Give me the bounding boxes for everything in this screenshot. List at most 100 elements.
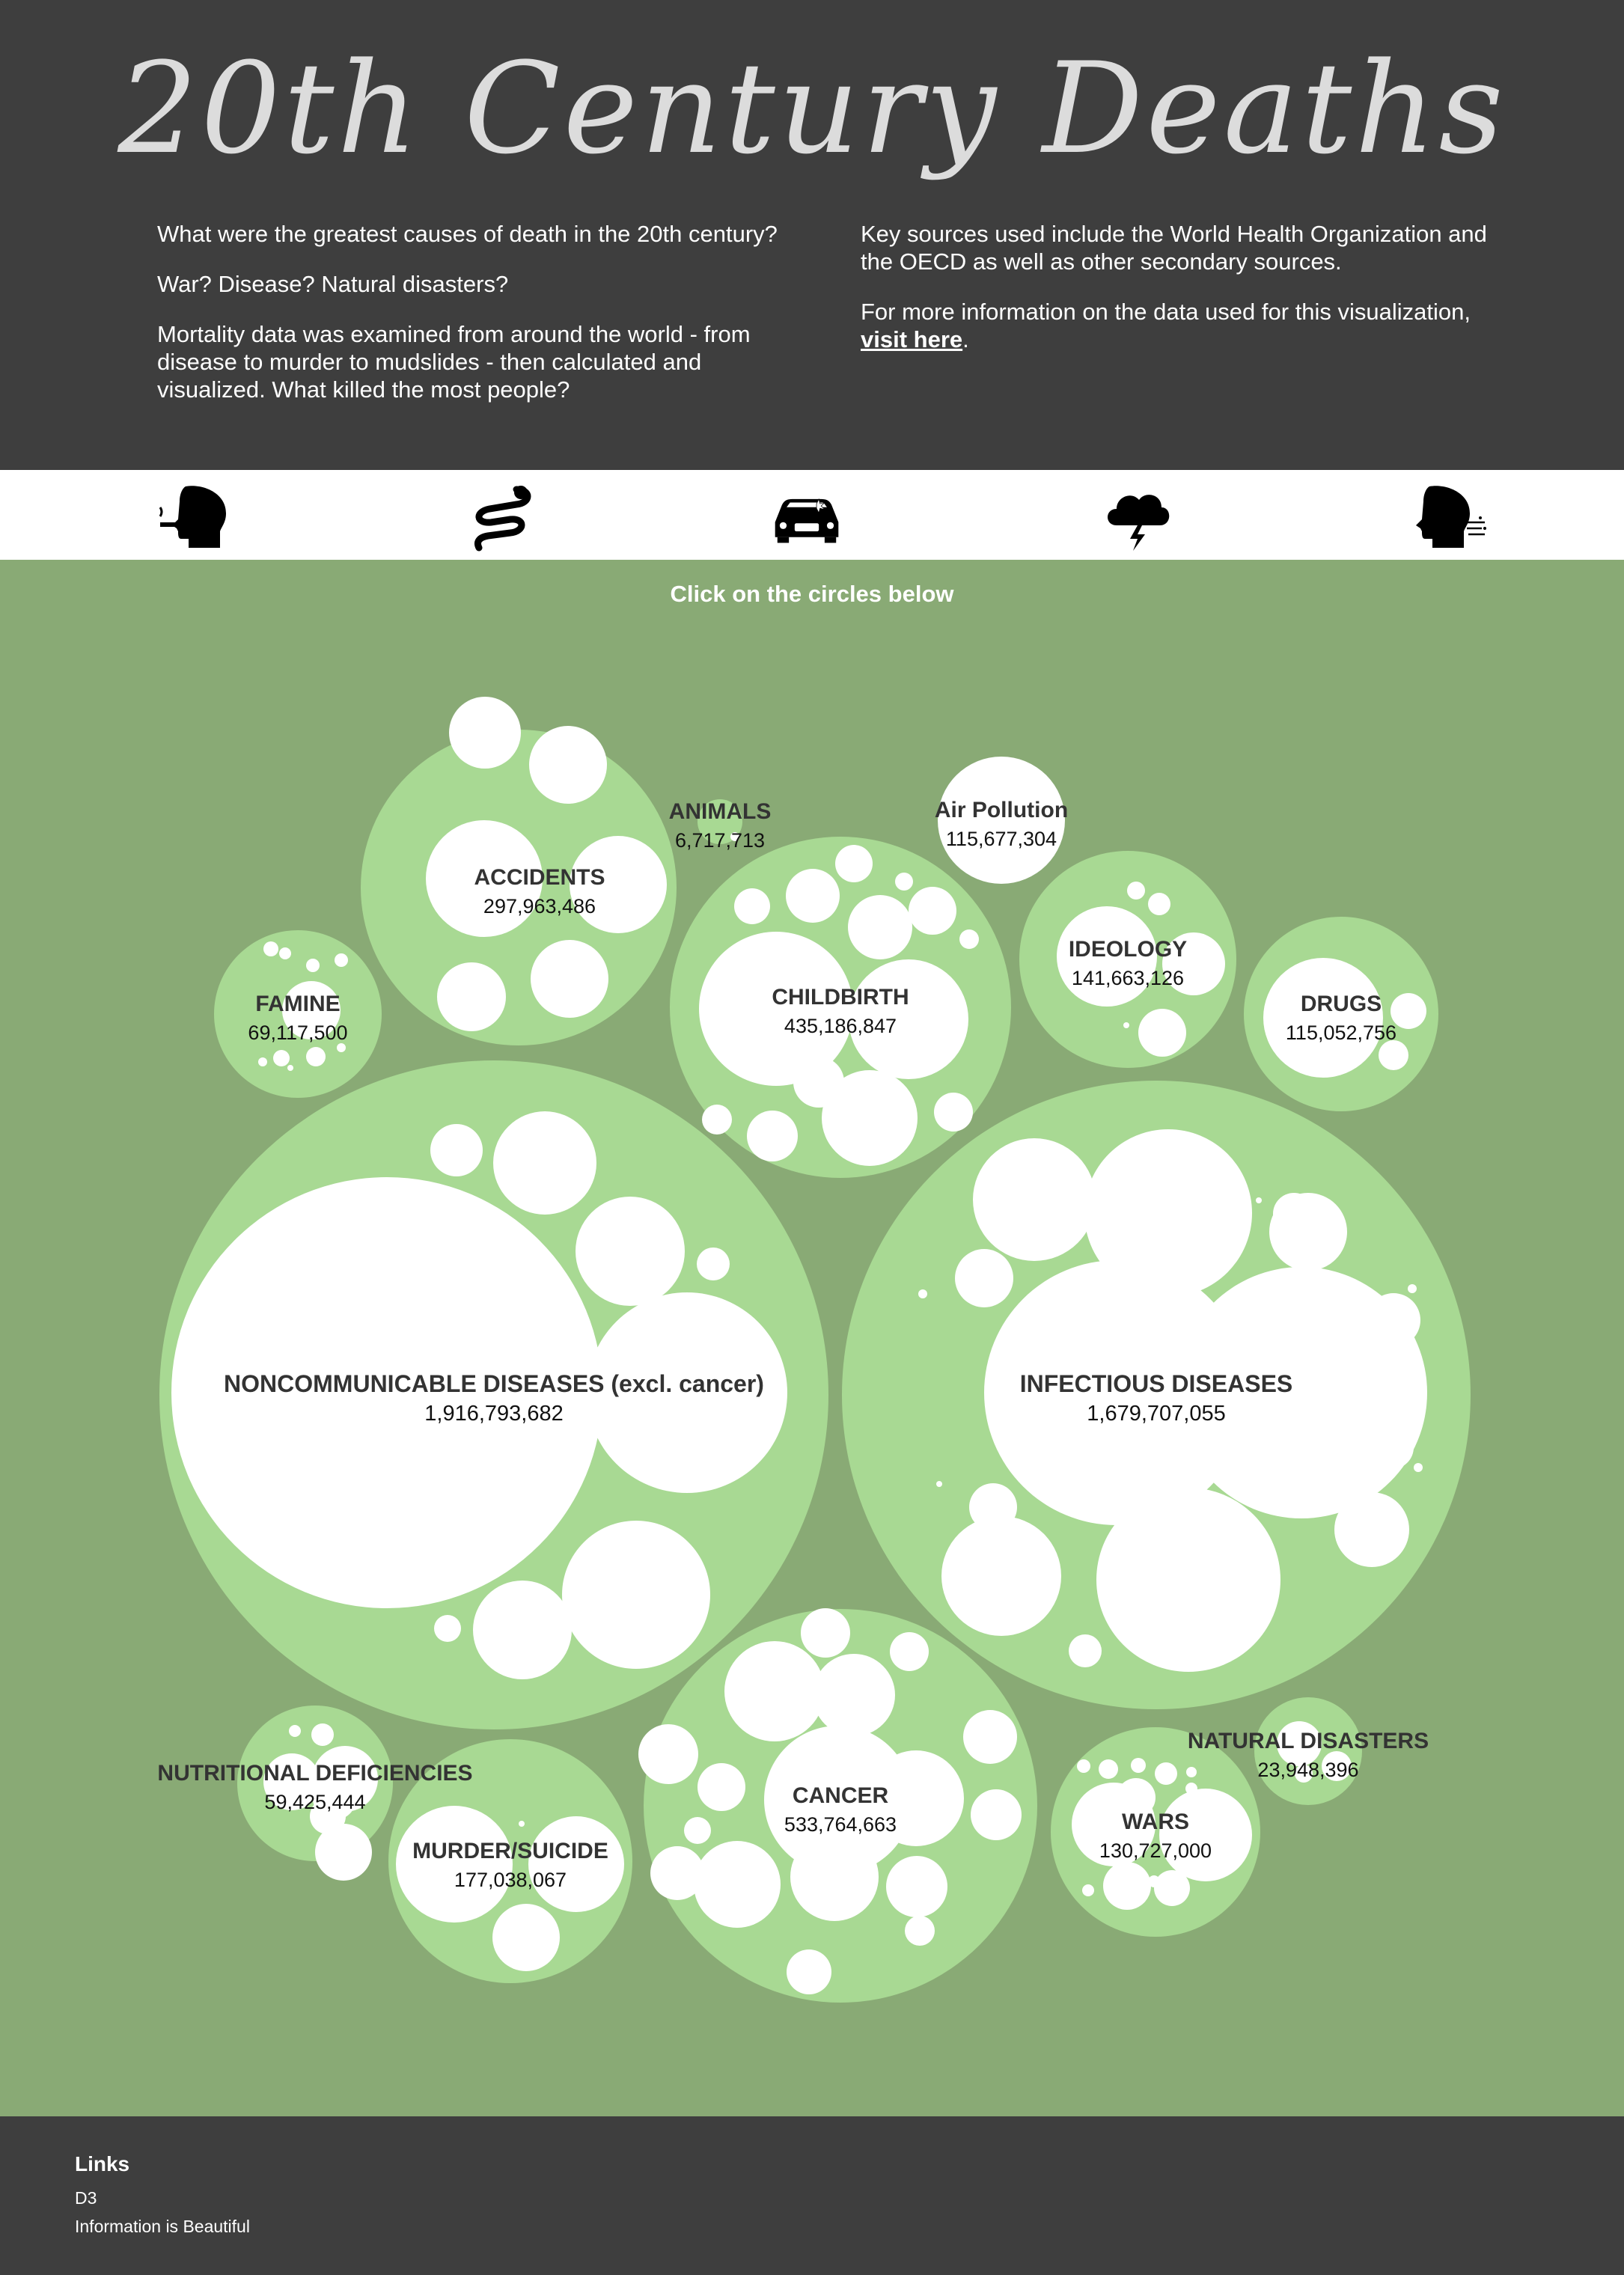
inner-circle xyxy=(790,1833,879,1921)
inner-circle xyxy=(1367,1293,1420,1347)
inner-circle xyxy=(473,1581,572,1679)
inner-circle xyxy=(1273,1193,1315,1235)
bubble-accidents[interactable]: ACCIDENTS 297,963,486 xyxy=(361,697,677,1045)
inner-circle xyxy=(305,1020,324,1039)
inner-circle xyxy=(562,1521,710,1669)
inner-circle xyxy=(1414,1463,1423,1472)
inner-circle xyxy=(955,1249,1013,1307)
inner-circle xyxy=(905,1916,935,1946)
inner-circle xyxy=(1103,1862,1151,1910)
bubble-noncommunicable-diseases-excl-cancer[interactable]: NONCOMMUNICABLE DISEASES (excl. cancer)1… xyxy=(159,1060,828,1729)
inner-circle xyxy=(519,1821,525,1827)
inner-circle xyxy=(886,1856,947,1917)
inner-circle xyxy=(1391,993,1426,1029)
inner-circle xyxy=(1379,1040,1408,1070)
inner-circle xyxy=(396,1806,513,1923)
inner-circle xyxy=(171,1177,602,1608)
inner-circle xyxy=(1277,1721,1322,1766)
inner-circle xyxy=(335,953,348,967)
inner-circle xyxy=(1185,1783,1197,1795)
inner-circle xyxy=(1408,1284,1417,1293)
inner-circle xyxy=(1334,1492,1409,1567)
visit-here-link[interactable]: visit here xyxy=(861,326,963,352)
inner-circle xyxy=(1127,882,1145,900)
inner-circle xyxy=(813,1654,895,1736)
inner-circle xyxy=(1295,1765,1313,1783)
information-is-beautiful-link[interactable]: Information is Beautiful xyxy=(75,2217,250,2236)
bubble-famine[interactable]: FAMINE 69,117,500 xyxy=(214,930,382,1098)
inner-circle xyxy=(1263,958,1383,1078)
inner-circle xyxy=(531,940,608,1018)
bubble-label: CANCER xyxy=(793,1783,889,1808)
bubble-label: FAMINE xyxy=(255,992,340,1016)
breathing-pollution-icon xyxy=(1416,486,1486,548)
inner-circle xyxy=(848,895,912,959)
inner-circle xyxy=(426,820,543,937)
intro-left: What were the greatest causes of death i… xyxy=(157,220,793,426)
inner-circle xyxy=(909,887,956,935)
bubble-label: Air Pollution xyxy=(935,798,1068,822)
bubble-value: 69,117,500 xyxy=(248,1022,347,1044)
inner-circle xyxy=(263,941,278,956)
bubble-value: 6,717,713 xyxy=(675,829,765,852)
inner-circle xyxy=(835,845,873,882)
inner-circle xyxy=(849,959,968,1079)
d3-link[interactable]: D3 xyxy=(75,2188,97,2208)
bubble-label: DRUGS xyxy=(1301,992,1382,1016)
inner-circle xyxy=(918,1289,927,1298)
inner-circle xyxy=(822,1070,918,1166)
bubble-label: ACCIDENTS xyxy=(474,865,605,890)
inner-circle xyxy=(570,836,667,933)
inner-circle xyxy=(1077,1759,1090,1773)
bubble-circle[interactable] xyxy=(1051,1727,1260,1937)
inner-circle xyxy=(1069,1634,1102,1667)
page-title: 20th Century Deaths xyxy=(117,35,1507,182)
inner-circle xyxy=(1154,1870,1190,1906)
inner-circle xyxy=(528,1816,624,1912)
inner-circle xyxy=(801,1608,850,1658)
inner-circle xyxy=(1094,1798,1124,1827)
inner-circle xyxy=(1186,1767,1197,1777)
inner-circle xyxy=(287,1065,293,1071)
bubble-childbirth[interactable]: CHILDBIRTH 435,186,847 xyxy=(670,837,1011,1178)
inner-circle xyxy=(734,888,770,924)
inner-circle xyxy=(959,929,979,949)
snake-icon xyxy=(474,486,531,552)
bubble-value: 297,963,486 xyxy=(483,895,596,917)
bubble-label: CHILDBIRTH xyxy=(772,985,909,1010)
inner-circle xyxy=(437,962,506,1031)
intro-paragraph: War? Disease? Natural disasters? xyxy=(157,271,509,297)
intro-right: Key sources used include the World Healt… xyxy=(861,220,1497,376)
header: 20th Century Deaths What were the greate… xyxy=(0,0,1624,470)
inner-circle xyxy=(786,869,840,923)
inner-circle xyxy=(934,1093,973,1132)
inner-circle xyxy=(1123,1022,1129,1028)
inner-circle xyxy=(311,1723,334,1746)
inner-circle xyxy=(337,1043,346,1052)
inner-circle xyxy=(1084,1129,1252,1297)
inner-circle xyxy=(315,1824,372,1881)
inner-circle xyxy=(1370,1426,1414,1469)
inner-circle xyxy=(434,1615,461,1642)
inner-circle xyxy=(289,1725,301,1737)
inner-circle xyxy=(322,1818,331,1827)
bubble-value: 435,186,847 xyxy=(784,1015,897,1037)
inner-circle xyxy=(764,1726,912,1874)
intro-paragraph: Key sources used include the World Healt… xyxy=(861,221,1487,275)
smoking-head-icon xyxy=(159,486,226,548)
inner-circle xyxy=(793,1057,844,1108)
bubble-value: 59,425,444 xyxy=(264,1791,365,1813)
inner-circle xyxy=(1138,1009,1186,1057)
inner-circle xyxy=(936,1481,942,1487)
inner-circle xyxy=(1256,1197,1262,1203)
